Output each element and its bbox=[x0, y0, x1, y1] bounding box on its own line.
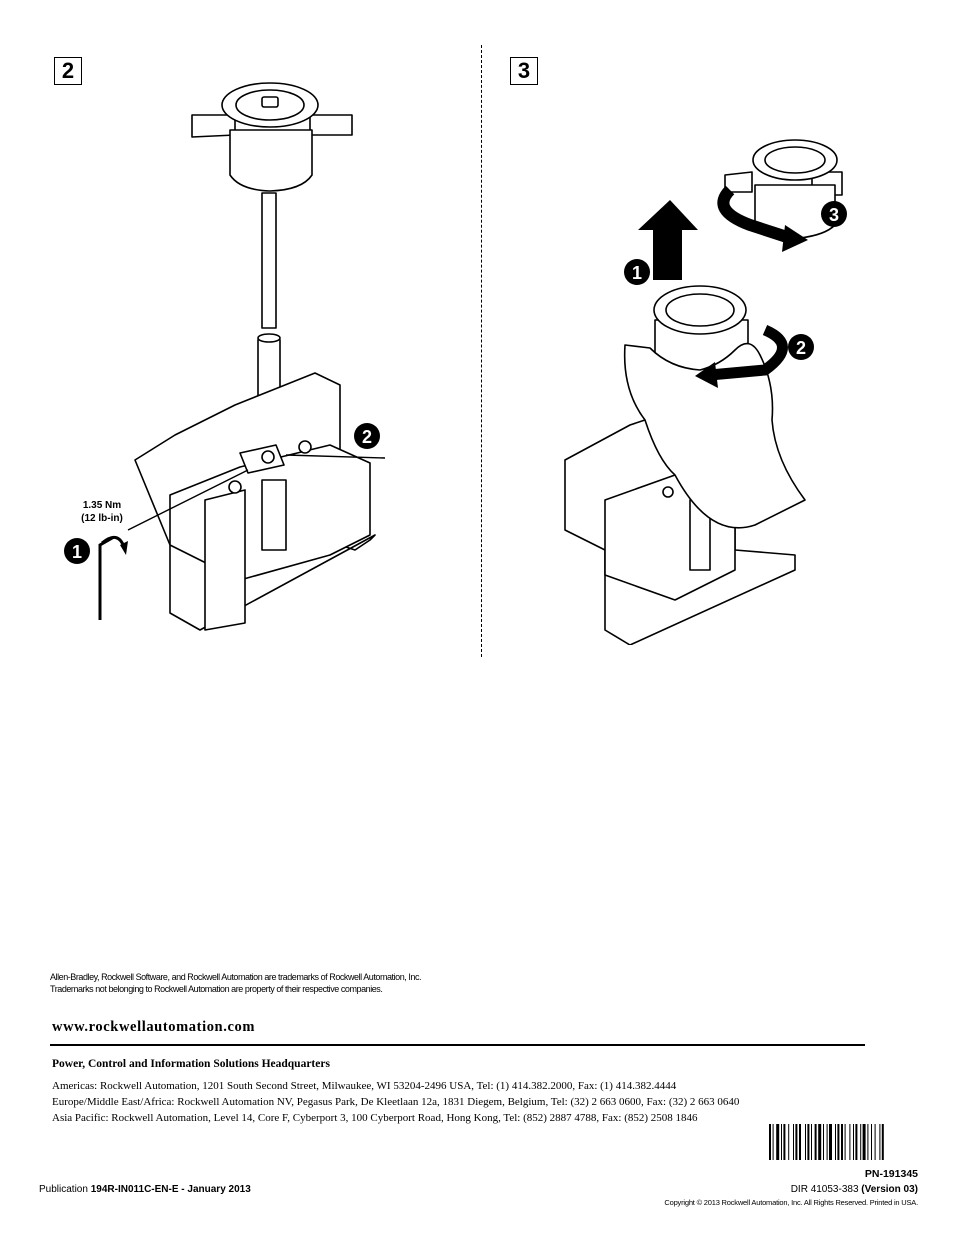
publication-number: 194R-IN011C-EN-E bbox=[90, 1184, 179, 1195]
dir-version: (Version 03) bbox=[861, 1184, 918, 1195]
publication-info: Publication 194R-IN011C-EN-E - January 2… bbox=[39, 1184, 251, 1195]
copyright: Copyright © 2013 Rockwell Automation, In… bbox=[664, 1198, 918, 1207]
callout-2-left: 2 bbox=[362, 427, 372, 447]
dir-id: DIR 41053-383 bbox=[790, 1184, 859, 1195]
callout-2-right: 2 bbox=[796, 338, 806, 358]
callout-1-left: 1 bbox=[72, 542, 82, 562]
address-emea: Europe/Middle East/Africa: Rockwell Auto… bbox=[52, 1096, 740, 1108]
website-link[interactable]: www.rockwellautomation.com bbox=[52, 1019, 256, 1035]
part-number: PN-191345 bbox=[864, 1168, 918, 1180]
publication-date: January 2013 bbox=[187, 1184, 251, 1195]
barcode-bar bbox=[844, 1124, 846, 1160]
trademark-notice: Allen-Bradley, Rockwell Software, and Ro… bbox=[50, 971, 422, 995]
barcode-bar bbox=[781, 1124, 782, 1160]
callout-3-right: 3 bbox=[829, 205, 839, 225]
address-asia-pacific: Asia Pacific: Rockwell Automation, Level… bbox=[52, 1112, 698, 1124]
barcode-bar bbox=[769, 1124, 771, 1160]
barcode-bar bbox=[874, 1124, 876, 1160]
barcode-bar bbox=[849, 1124, 851, 1160]
trademark-line-1: Allen-Bradley, Rockwell Software, and Ro… bbox=[50, 972, 422, 982]
barcode-bar bbox=[783, 1124, 786, 1160]
barcode-bar bbox=[772, 1124, 774, 1160]
barcode-bar bbox=[862, 1124, 866, 1160]
figure-step-2: 1 2 1.35 Nm (12 lb-in) bbox=[64, 82, 386, 631]
barcode-bar bbox=[881, 1124, 884, 1160]
publication-prefix: Publication bbox=[39, 1184, 88, 1195]
callout-1-right: 1 bbox=[632, 263, 642, 283]
barcode-bar bbox=[823, 1124, 824, 1160]
step-number-2: 2 bbox=[54, 57, 82, 85]
barcode-bar bbox=[776, 1124, 780, 1160]
barcode-bar bbox=[793, 1124, 794, 1160]
barcode-bar bbox=[807, 1124, 810, 1160]
barcode-bar bbox=[867, 1124, 869, 1160]
publication-separator: - bbox=[178, 1184, 188, 1195]
barcode-bar bbox=[853, 1124, 854, 1160]
barcode-bar bbox=[799, 1124, 801, 1160]
barcode-bar bbox=[837, 1124, 840, 1160]
barcode-bar bbox=[805, 1124, 806, 1160]
figure-step-3: 1 2 3 bbox=[564, 139, 847, 645]
dir-number: DIR 41053-383 (Version 03) bbox=[791, 1184, 918, 1195]
barcode-bar bbox=[835, 1124, 836, 1160]
address-americas: Americas: Rockwell Automation, 1201 Sout… bbox=[52, 1080, 677, 1092]
barcode-bar bbox=[871, 1124, 872, 1160]
barcode-bar bbox=[841, 1124, 843, 1160]
barcode-bar bbox=[818, 1124, 822, 1160]
footer-rule bbox=[50, 1044, 865, 1046]
trademark-line-2: Trademarks not belonging to Rockwell Aut… bbox=[50, 984, 383, 994]
panel-divider bbox=[481, 45, 482, 657]
barcode-bar bbox=[811, 1124, 812, 1160]
barcode-bar bbox=[879, 1124, 881, 1160]
torque-value: 1.35 Nm bbox=[83, 500, 121, 511]
barcode bbox=[769, 1124, 884, 1160]
barcode-bar bbox=[826, 1124, 828, 1160]
barcode-bar bbox=[855, 1124, 858, 1160]
barcode-bar bbox=[829, 1124, 832, 1160]
barcode-bar bbox=[860, 1124, 862, 1160]
address-list: Americas: Rockwell Automation, 1201 Sout… bbox=[52, 1078, 739, 1126]
step-number-3: 3 bbox=[510, 57, 538, 85]
barcode-bar bbox=[795, 1124, 798, 1160]
hq-title: Power, Control and Information Solutions… bbox=[52, 1058, 330, 1070]
barcode-bar bbox=[814, 1124, 817, 1160]
torque-alt: (12 lb-in) bbox=[81, 513, 123, 524]
barcode-bar bbox=[788, 1124, 790, 1160]
